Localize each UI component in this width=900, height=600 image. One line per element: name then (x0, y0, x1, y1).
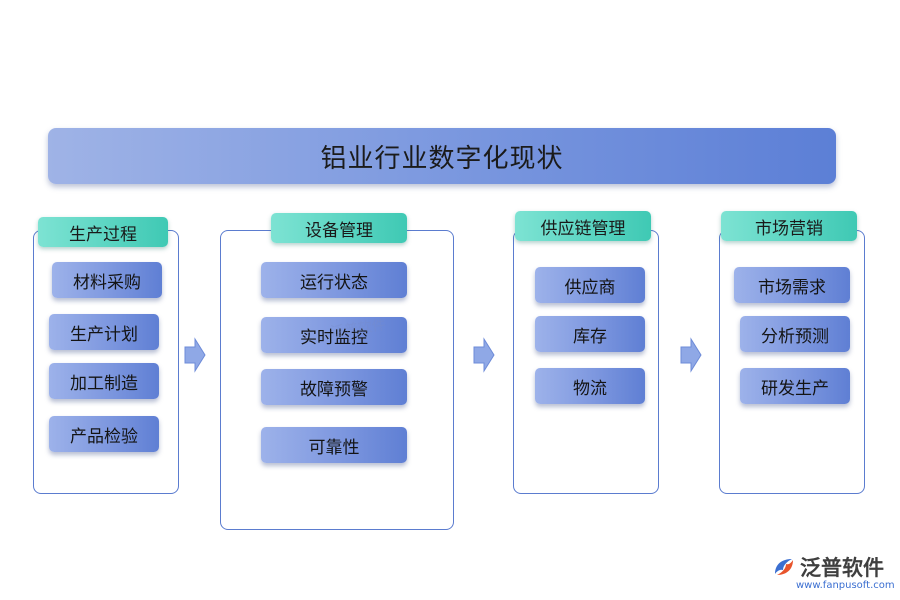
node-processing: 加工制造 (49, 363, 159, 399)
section-heading-equipment: 设备管理 (271, 213, 407, 243)
section-heading-marketing: 市场营销 (721, 211, 857, 241)
arrow-right-icon (184, 337, 206, 373)
node-inspection: 产品检验 (49, 416, 159, 452)
arrow-right-icon (473, 337, 495, 373)
node-fault-warning: 故障预警 (261, 369, 407, 405)
diagram-title: 铝业行业数字化现状 (48, 128, 836, 184)
node-rd-production: 研发生产 (740, 368, 850, 404)
fanpu-logo-icon (775, 559, 793, 575)
arrow-right-icon (680, 337, 702, 373)
node-supplier: 供应商 (535, 267, 645, 303)
logo-name: 泛普软件 (800, 556, 884, 580)
node-realtime-monitor: 实时监控 (261, 317, 407, 353)
node-market-demand: 市场需求 (734, 267, 850, 303)
section-heading-production: 生产过程 (38, 217, 168, 247)
node-forecast: 分析预测 (740, 316, 850, 352)
brand-logo: 泛普软件 (772, 552, 884, 582)
node-run-status: 运行状态 (261, 262, 407, 298)
node-logistics: 物流 (535, 368, 645, 404)
node-material-purchase: 材料采购 (52, 262, 162, 298)
logo-url[interactable]: www.fanpusoft.com (796, 580, 895, 591)
node-inventory: 库存 (535, 316, 645, 352)
node-reliability: 可靠性 (261, 427, 407, 463)
node-production-plan: 生产计划 (49, 314, 159, 350)
section-heading-supply-chain: 供应链管理 (515, 211, 651, 241)
